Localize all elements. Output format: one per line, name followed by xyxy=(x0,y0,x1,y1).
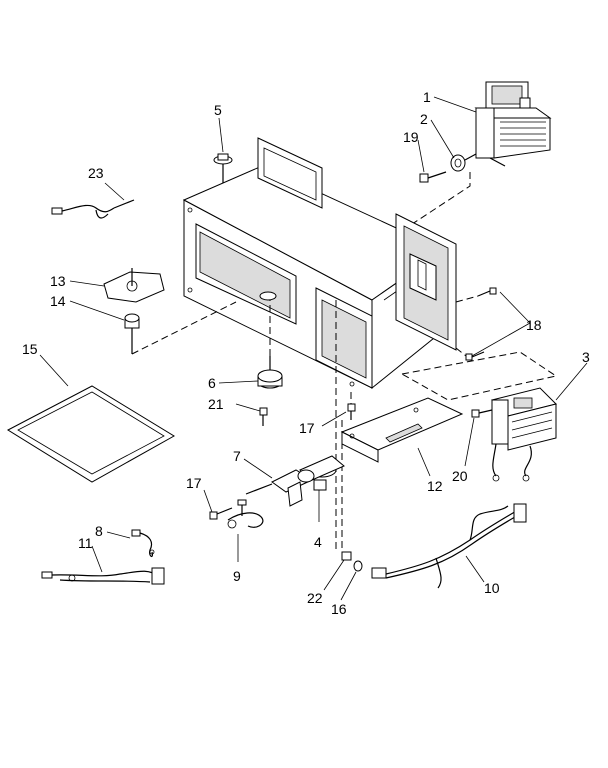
callout-10: 10 xyxy=(484,580,500,596)
nut-22 xyxy=(341,551,352,561)
screw-20 xyxy=(471,409,493,418)
screw-17-lower xyxy=(209,507,233,520)
callout-17-lower: 17 xyxy=(186,475,202,491)
callout-23: 23 xyxy=(88,165,104,181)
callout-17-upper: 17 xyxy=(299,420,315,436)
callout-19: 19 xyxy=(403,129,419,145)
wire-harness-11 xyxy=(41,567,165,585)
callout-7: 7 xyxy=(233,448,241,464)
callout-15: 15 xyxy=(22,341,38,357)
callout-2: 2 xyxy=(420,111,428,127)
callout-18: 18 xyxy=(526,317,542,333)
callout-20: 20 xyxy=(452,468,468,484)
high-voltage-diode xyxy=(227,499,264,529)
callout-16: 16 xyxy=(331,601,347,617)
callout-1: 1 xyxy=(423,89,431,105)
thermal-probe xyxy=(51,199,135,219)
leader-lines xyxy=(39,96,588,601)
turntable-coupler xyxy=(124,313,140,354)
waveguide-plate xyxy=(395,213,457,351)
washer-16 xyxy=(353,560,363,572)
magnetron xyxy=(474,81,552,167)
screw-17-upper xyxy=(347,392,356,420)
turntable-support xyxy=(103,268,165,303)
callout-6: 6 xyxy=(208,375,216,391)
callout-5: 5 xyxy=(214,102,222,118)
callout-21: 21 xyxy=(208,396,224,412)
callout-14: 14 xyxy=(50,293,66,309)
callout-8: 8 xyxy=(95,523,103,539)
transformer xyxy=(491,387,557,482)
wire-harness-8 xyxy=(131,529,155,558)
callout-13: 13 xyxy=(50,273,66,289)
callout-22: 22 xyxy=(307,590,323,606)
screw-19 xyxy=(419,171,447,183)
callout-11: 11 xyxy=(78,535,93,551)
callouts: 1 2 3 4 5 6 7 8 9 10 11 12 13 14 15 16 1… xyxy=(22,89,590,617)
turntable-motor xyxy=(257,300,283,389)
screw-18-upper xyxy=(477,287,497,297)
tray-panel xyxy=(6,385,175,483)
power-cord xyxy=(371,503,527,589)
callout-3: 3 xyxy=(582,349,590,365)
callout-9: 9 xyxy=(233,568,241,584)
screw-21 xyxy=(259,407,268,426)
callout-4: 4 xyxy=(314,534,322,550)
high-voltage-capacitor xyxy=(297,455,345,491)
base-bracket xyxy=(340,397,464,463)
screw-18-lower xyxy=(465,351,485,361)
callout-12: 12 xyxy=(427,478,443,494)
thermal-cutout xyxy=(450,153,477,172)
